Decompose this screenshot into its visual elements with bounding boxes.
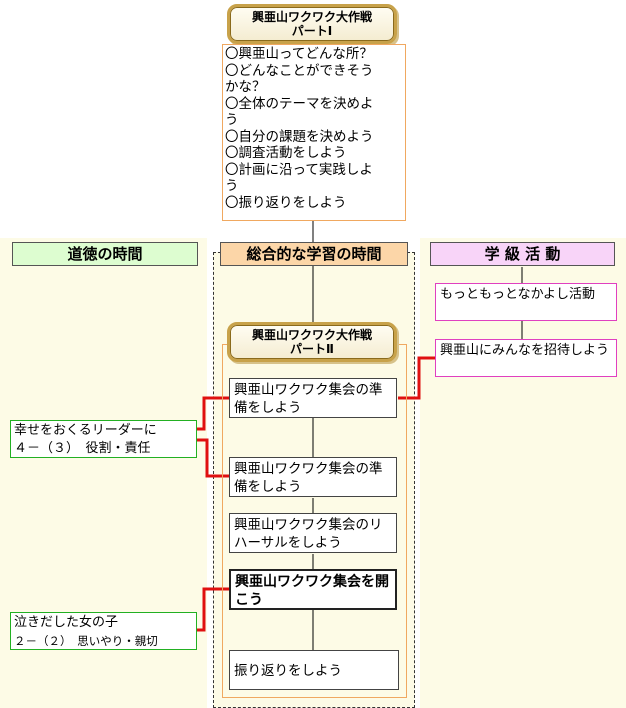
center-node-rehearsal: 興亜山ワクワク集会のリハーサルをしよう (229, 513, 397, 553)
plan-item: 〇興亜山ってどんな所？ (225, 46, 373, 62)
plan-item: 〇全体のテーマを決めよ (225, 95, 374, 112)
moral-node-crying-girl: 泣きだした女の子 ２－（２） 思いやり・親切 (10, 612, 197, 650)
top-scroll-line2: パートⅠ (291, 24, 333, 38)
moral-node-title: 泣きだした女の子 (14, 615, 119, 630)
plan-list-box: 〇興亜山ってどんな所？ 〇どんなことができそう かな？ 〇全体のテーマを決めよ … (222, 44, 406, 221)
moral-node-subtitle: ２－（２） 思いやり・親切 (14, 634, 158, 648)
moral-header: 道徳の時間 (12, 242, 198, 266)
class-header: 学 級 活 動 (430, 242, 615, 266)
plan-item: 〇調査活動をしよう (225, 145, 347, 161)
plan-item: 〇自分の課題を決めよう (225, 128, 374, 145)
mid-scroll-line2: パートⅡ (290, 342, 334, 356)
center-node-open-event: 興亜山ワクワク集会を開こう (229, 569, 397, 610)
mid-scroll-title: 興亜山ワクワク大作戦 パートⅡ (227, 322, 397, 362)
plan-item: う (225, 112, 239, 128)
center-node-reflection: 振り返りをしよう (229, 650, 399, 690)
plan-item: 〇計画に沿って実践しよ (225, 161, 373, 178)
moral-node-subtitle: ４－（３） 役割・責任 (14, 441, 151, 456)
plan-item: 〇振り返りをしよう (225, 194, 347, 211)
plan-item: 〇どんなことができそう (225, 62, 374, 79)
top-scroll-line1: 興亜山ワクワク大作戦 (251, 10, 372, 24)
moral-node-leader: 幸せをおくるリーダーに ４－（３） 役割・責任 (10, 420, 197, 458)
center-node-prepare-2: 興亜山ワクワク集会の準備をしよう (229, 457, 397, 497)
top-scroll-title: 興亜山ワクワク大作戦 パートⅠ (227, 4, 397, 44)
plan-item: う (225, 178, 239, 194)
plan-item: かな？ (225, 79, 266, 95)
center-node-prepare-1: 興亜山ワクワク集会の準備をしよう (229, 378, 397, 418)
integrated-header: 総合的な学習の時間 (220, 242, 408, 266)
mid-scroll-line1: 興亜山ワクワク大作戦 (251, 328, 372, 342)
class-node-friendship: もっともっとなかよし活動 (435, 283, 617, 321)
moral-node-title: 幸せをおくるリーダーに (14, 423, 157, 438)
class-node-invite: 興亜山にみんなを招待しよう (435, 339, 617, 377)
